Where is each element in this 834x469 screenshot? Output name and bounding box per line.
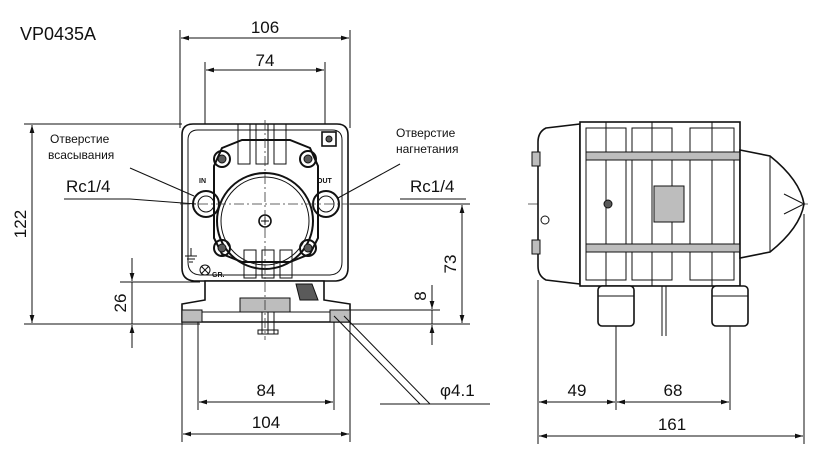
dim-8: 8 (411, 291, 430, 300)
discharge-label-1: Отверстие (396, 126, 456, 140)
dim-106: 106 (251, 18, 279, 37)
dim-104: 104 (252, 413, 280, 432)
dim-84: 84 (257, 381, 276, 400)
suction-label-1: Отверстие (50, 132, 110, 146)
side-view: 49 68 161 (528, 121, 810, 444)
side-foot-right (711, 285, 749, 327)
discharge-label-2: нагнетания (396, 142, 458, 156)
discharge-thread: Rc1/4 (410, 177, 454, 196)
dim-122: 122 (11, 210, 30, 238)
dim-26: 26 (111, 294, 130, 313)
side-foot-left (597, 285, 635, 327)
front-view: 106 74 IN (11, 18, 490, 442)
pump-housing (181, 123, 349, 282)
suction-label-2: всасывания (48, 148, 114, 162)
dim-161: 161 (658, 415, 686, 434)
dim-74: 74 (256, 51, 275, 70)
model-title: VP0435A (20, 24, 96, 44)
ground-icon (185, 248, 197, 263)
port-in-label: IN (199, 178, 206, 185)
dim-hole-diameter: φ4.1 (440, 381, 475, 400)
dim-68: 68 (664, 381, 683, 400)
bolt-group (213, 150, 317, 257)
dim-49: 49 (568, 381, 587, 400)
port-out-label: OUT (317, 178, 333, 185)
ground-label: GR. (212, 272, 225, 279)
suction-thread: Rc1/4 (66, 177, 110, 196)
dim-73: 73 (441, 255, 460, 274)
